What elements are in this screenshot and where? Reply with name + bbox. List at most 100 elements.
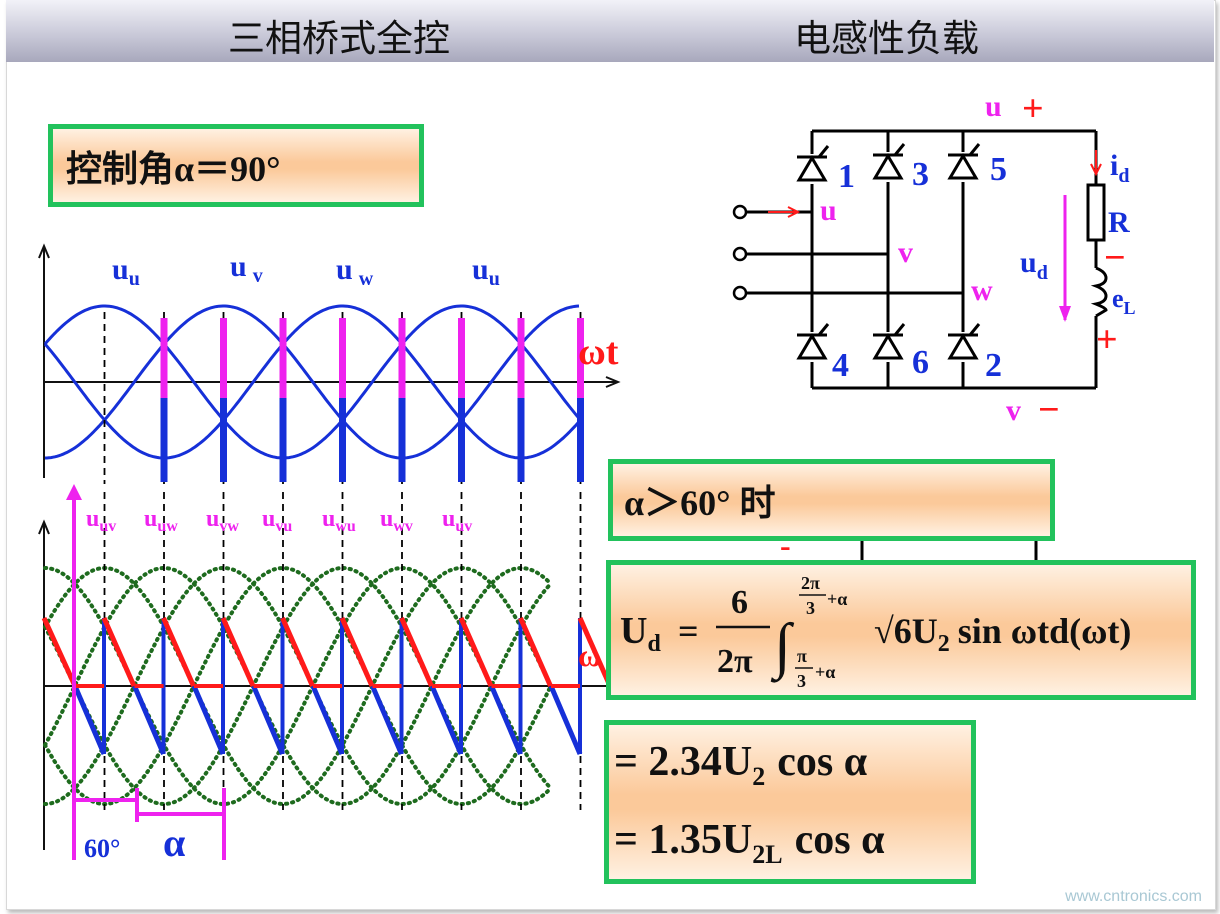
emf-minus-sign: − <box>1104 237 1126 279</box>
ud-blue-segment <box>548 685 583 755</box>
control-angle-box <box>48 124 424 207</box>
ud-blue-segment <box>489 685 523 755</box>
upper-phase-voltage-plot <box>38 243 621 484</box>
lower-y-arrow <box>38 519 50 535</box>
phase-curve-1 <box>43 304 581 460</box>
line-voltage-curve-5 <box>43 565 553 806</box>
line-label-sub: uv <box>455 518 472 535</box>
thyristor-triangle <box>796 333 828 360</box>
condition-text: α＞60° 时 <box>624 483 776 523</box>
ud-blue-segment <box>310 685 345 755</box>
thyristor-gate <box>817 145 830 158</box>
line-label-main: u <box>86 506 99 532</box>
ud-red-segment <box>399 616 434 688</box>
line-label-vw: uvw <box>206 506 239 535</box>
bottom-node-label: v <box>1006 394 1021 427</box>
line-label-main: u <box>206 506 219 532</box>
emf-plus-sign: + <box>1096 319 1118 361</box>
voltage-label-ud: ud <box>1020 246 1048 284</box>
ud-red-segment <box>41 616 78 688</box>
thyristor-label-5: 5 <box>990 151 1007 188</box>
ud-blue-segment <box>251 685 285 755</box>
resistor-label: R <box>1108 206 1130 239</box>
phase-curve-2 <box>45 304 580 460</box>
thyristor-gate <box>968 323 981 336</box>
line-label-sub: vw <box>219 518 239 535</box>
thyristor-label-4: 4 <box>832 347 849 384</box>
line-label-sub: uv <box>99 518 116 535</box>
ud-red-segment <box>577 616 613 688</box>
title-bar <box>6 0 1214 62</box>
current-label-id: id <box>1110 149 1129 187</box>
label-uu-2: uu <box>472 253 500 290</box>
thyristor-symbol-2 <box>947 323 981 362</box>
ud-red-segment <box>458 616 494 688</box>
watermark: www.cntronics.com <box>1065 888 1202 905</box>
line-voltage-curve-0 <box>43 566 553 807</box>
ud-red-segment <box>220 616 256 688</box>
phase-curve-0 <box>43 304 581 460</box>
ud-blue-segment <box>72 685 107 755</box>
line-label-main: u <box>442 506 455 532</box>
node-label-v: v <box>898 236 913 269</box>
ud-red-segment <box>101 616 137 688</box>
thyristor-symbol-4 <box>796 323 830 362</box>
ud-red-segment <box>518 616 553 688</box>
node-label-u: u <box>820 194 837 227</box>
ud-blue-segment <box>132 685 166 755</box>
line-label-uv: uuv <box>442 506 472 535</box>
thyristor-triangle <box>947 333 979 360</box>
angle-60-label: 60° <box>84 834 120 863</box>
upper-x-arrow <box>605 376 621 388</box>
line-label-sub: vu <box>275 518 292 535</box>
thyristor-label-3: 3 <box>912 156 929 193</box>
lower-line-voltage-plot <box>38 484 613 860</box>
line-label-uv: uuv <box>86 506 116 535</box>
line-label-sub: uw <box>157 518 178 535</box>
control-angle-text: 控制角α＝90° <box>66 149 281 189</box>
alpha-origin-arrow <box>66 484 82 500</box>
thyristor-triangle <box>796 155 828 182</box>
line-voltage-curve-3 <box>43 565 553 806</box>
label-uu-1: uu <box>112 253 140 290</box>
thyristor-gate <box>968 143 981 156</box>
line-label-main: u <box>144 506 157 532</box>
title-left: 三相桥式全控 <box>228 17 450 60</box>
upper-y-arrow <box>38 243 50 259</box>
thyristor-triangle <box>947 153 979 180</box>
line-label-sub: wv <box>393 518 413 535</box>
formula-box <box>606 560 1196 700</box>
axis-label-w: ω <box>578 637 601 673</box>
line-label-uw: uuw <box>144 506 178 535</box>
top-node-label: u <box>985 90 1002 123</box>
bottom-minus-sign: − <box>1038 389 1060 431</box>
thyristor-triangle <box>872 333 904 360</box>
top-plus-sign: + <box>1022 88 1044 130</box>
ud-blue-segment <box>370 685 404 755</box>
thyristor-symbol-6 <box>872 323 906 362</box>
thyristor-symbol-1 <box>796 145 830 184</box>
angle-alpha-label: α <box>163 820 185 865</box>
ud-blue-segment <box>429 685 464 755</box>
line-voltage-curve-2 <box>43 566 553 807</box>
thyristor-symbol-5 <box>947 143 981 182</box>
bridge-circuit <box>732 129 1108 390</box>
node-label-w: w <box>971 274 993 307</box>
condition-box <box>608 459 1055 541</box>
ud-blue-segment <box>191 685 226 755</box>
thyristor-gate <box>893 143 906 156</box>
line-label-sub: wu <box>335 518 356 535</box>
thyristor-triangle <box>872 153 904 180</box>
line-label-main: u <box>322 506 335 532</box>
thyristor-label-6: 6 <box>912 344 929 381</box>
thyristor-gate <box>893 323 906 336</box>
ud-red-segment <box>161 616 196 688</box>
line-label-main: u <box>380 506 393 532</box>
thyristor-label-2: 2 <box>985 347 1002 384</box>
thyristor-symbol-3 <box>872 143 906 182</box>
line-label-wu: uwu <box>322 506 356 535</box>
axis-label-wt: ωt <box>578 331 619 373</box>
